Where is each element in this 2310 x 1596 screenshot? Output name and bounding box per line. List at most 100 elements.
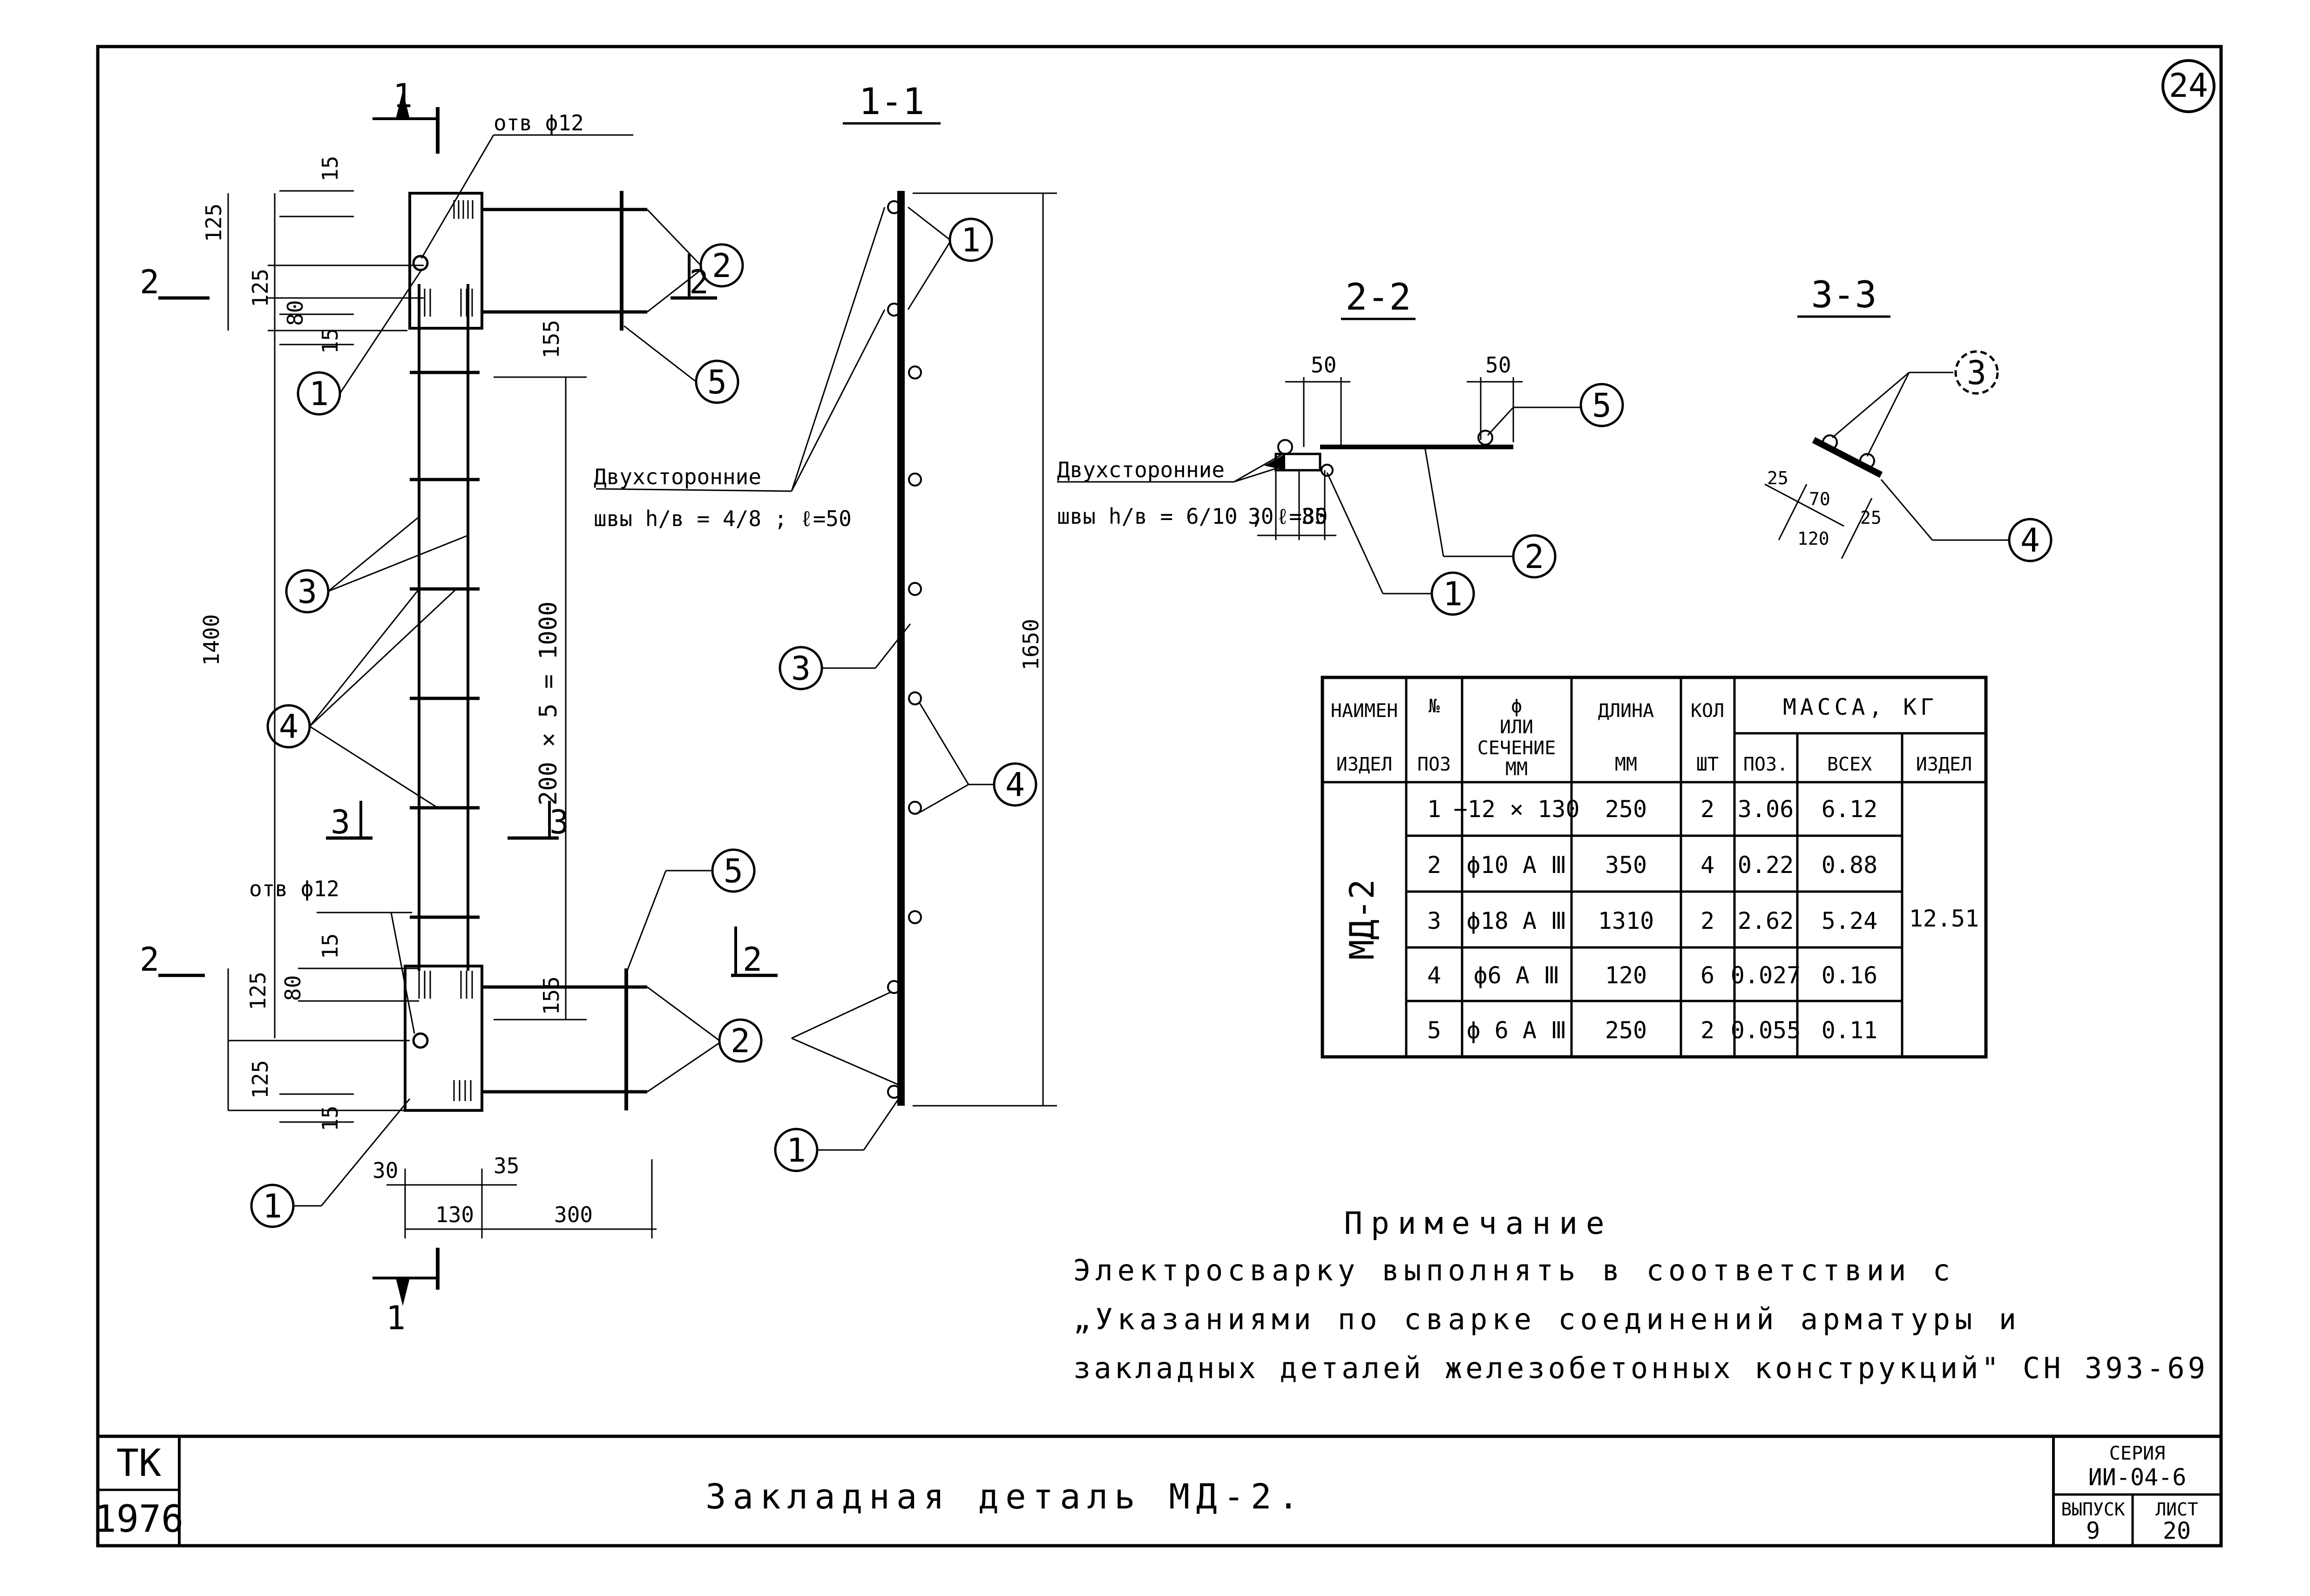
series-value: ИИ-04-6 <box>2088 1464 2187 1491</box>
plate-top <box>408 192 483 330</box>
table-row: 5 ϕ 6 А Ⅲ 250 2 0.055 0.11 <box>1427 1017 1877 1044</box>
th-sec-4: ММ <box>1505 758 1528 780</box>
callout-plan-4: 4 <box>279 708 298 746</box>
dim-80-a: 80 <box>283 300 308 326</box>
table-row: 2 ϕ10 А Ⅲ 350 4 0.22 0.88 <box>1427 852 1877 879</box>
cut-3-left: 3 <box>331 803 350 841</box>
cell-pos: 1 <box>1427 796 1441 823</box>
cell-qty: 2 <box>1700 1017 1714 1044</box>
dim-155-a: 155 <box>539 320 564 358</box>
cell-qty: 4 <box>1700 852 1714 879</box>
stamp-year: 1976 <box>94 1497 184 1541</box>
cut-1-top: 1 <box>393 77 413 115</box>
table-total-mass: 12.51 <box>1909 905 1979 932</box>
dim-80-b: 80 <box>280 975 305 1001</box>
spec-table-headers: НАИМЕН ИЗДЕЛ № ПОЗ ϕ ИЛИ СЕЧЕНИЕ ММ ДЛИН… <box>1331 694 1972 780</box>
note-line-3: закладных деталей железобетонных констру… <box>1073 1351 2208 1385</box>
dim-35: 35 <box>494 1153 519 1178</box>
plan-view <box>158 91 778 1306</box>
s22-dim-50-b: 50 <box>1485 352 1511 378</box>
th-qty-1: КОЛ <box>1691 700 1724 722</box>
th-mass-pos: ПОЗ. <box>1743 754 1788 775</box>
section-2-2-weld-spec: швы h/в = 6/10 ; ℓ=80 <box>1057 504 1328 529</box>
cell-qty: 2 <box>1700 796 1714 823</box>
cell-pos: 2 <box>1427 852 1441 879</box>
cell-section: ϕ18 А Ⅲ <box>1466 907 1566 934</box>
section-1-1 <box>596 122 1057 1172</box>
cell-pos: 5 <box>1427 1017 1441 1044</box>
dim-15-d: 15 <box>318 1106 343 1131</box>
hole-bottom <box>412 1032 429 1049</box>
cell-length: 250 <box>1605 796 1647 823</box>
cell-mass-pos: 0.22 <box>1738 852 1794 879</box>
stamp-tk: ТК <box>116 1441 161 1485</box>
issue-label: ВЫПУСК <box>2061 1499 2125 1520</box>
dim-125-d: 125 <box>248 1060 273 1099</box>
cell-section: ϕ 6 А Ⅲ <box>1466 1017 1566 1044</box>
table-row: 3 ϕ18 А Ⅲ 1310 2 2.62 5.24 <box>1427 907 1877 934</box>
note-title: Примечание <box>1344 1205 1612 1241</box>
section-1-1-bar-circles <box>887 200 922 1099</box>
page-number-circle <box>2161 59 2215 113</box>
dim-125-c: 125 <box>245 972 271 1010</box>
callout-s22-1: 1 <box>1443 575 1463 613</box>
callout-s11-1-bottom: 1 <box>786 1131 806 1170</box>
th-len-1: ДЛИНА <box>1598 700 1654 722</box>
callout-plan-1-top: 1 <box>309 375 329 413</box>
callout-s22-2: 2 <box>1524 538 1544 576</box>
cut-2-top-left: 2 <box>140 263 159 301</box>
plate-bottom <box>404 965 483 1112</box>
hole-top-label: отв ϕ12 <box>494 110 584 135</box>
callout-s22-5: 5 <box>1592 386 1612 425</box>
cell-mass-all: 6.12 <box>1822 796 1877 823</box>
th-qty-2: ШТ <box>1696 754 1719 775</box>
section-2-2-title: 2-2 <box>1346 277 1411 318</box>
callout-s33-4: 4 <box>2020 521 2040 560</box>
dim-30: 30 <box>373 1158 398 1183</box>
sheet-label: ЛИСТ <box>2155 1499 2198 1520</box>
sheet-value: 20 <box>2163 1517 2191 1544</box>
cell-qty: 2 <box>1700 907 1714 934</box>
dim-155-b: 155 <box>539 976 564 1015</box>
th-sec-3: СЕЧЕНИЕ <box>1477 737 1556 759</box>
sheet-frame <box>96 45 2223 1548</box>
th-name-2: ИЗДЕЛ <box>1336 754 1392 775</box>
callout-plan-2-top: 2 <box>712 247 732 285</box>
dim-200x5: 200 × 5 = 1000 <box>535 602 562 805</box>
th-pos-1: № <box>1429 696 1440 717</box>
anchor-bars <box>482 208 647 1094</box>
th-sec-2: ИЛИ <box>1500 717 1533 738</box>
th-sec-1: ϕ <box>1511 696 1522 717</box>
dim-15-b: 15 <box>318 328 343 354</box>
section-2-2 <box>1057 318 1624 616</box>
weld-marks <box>418 200 474 1101</box>
hole-bottom-label: отв ϕ12 <box>249 876 339 901</box>
cell-mass-all: 0.11 <box>1822 1017 1877 1044</box>
callout-plan-5-top: 5 <box>707 363 727 401</box>
issue-value: 9 <box>2086 1517 2100 1544</box>
dim-1400: 1400 <box>199 614 224 666</box>
s22-dim-30: 30 <box>1248 504 1274 529</box>
series-label: СЕРИЯ <box>2109 1443 2165 1464</box>
cell-length: 120 <box>1605 962 1647 989</box>
table-row: 4 ϕ6 А Ⅲ 120 6 0.027 0.16 <box>1427 962 1877 989</box>
callout-s33-3: 3 <box>1967 354 1986 392</box>
dim-15-c: 15 <box>318 933 343 959</box>
cell-section: ϕ10 А Ⅲ <box>1466 852 1566 879</box>
s33-dim-70: 70 <box>1809 489 1830 509</box>
cut-2-top-right: 2 <box>689 263 709 301</box>
callout-s11-3: 3 <box>791 649 811 688</box>
cell-mass-all: 0.88 <box>1822 852 1877 879</box>
section-1-1-weld-spec: швы h/в = 4/8 ; ℓ=50 <box>594 506 852 531</box>
s22-dim-35: 35 <box>1301 504 1327 529</box>
section-2-2-weld-title: Двухсторонние <box>1057 457 1225 482</box>
cell-mass-all: 0.16 <box>1822 962 1877 989</box>
cut-1-bottom: 1 <box>386 1299 406 1337</box>
s33-dim-25-a: 25 <box>1767 468 1788 488</box>
th-pos-2: ПОЗ <box>1417 754 1451 775</box>
callout-plan-1-bottom: 1 <box>263 1187 282 1225</box>
plan-dimension-lines <box>227 190 657 1238</box>
table-product-name: МД-2 <box>1342 879 1382 960</box>
s22-dim-50-a: 50 <box>1311 352 1336 378</box>
